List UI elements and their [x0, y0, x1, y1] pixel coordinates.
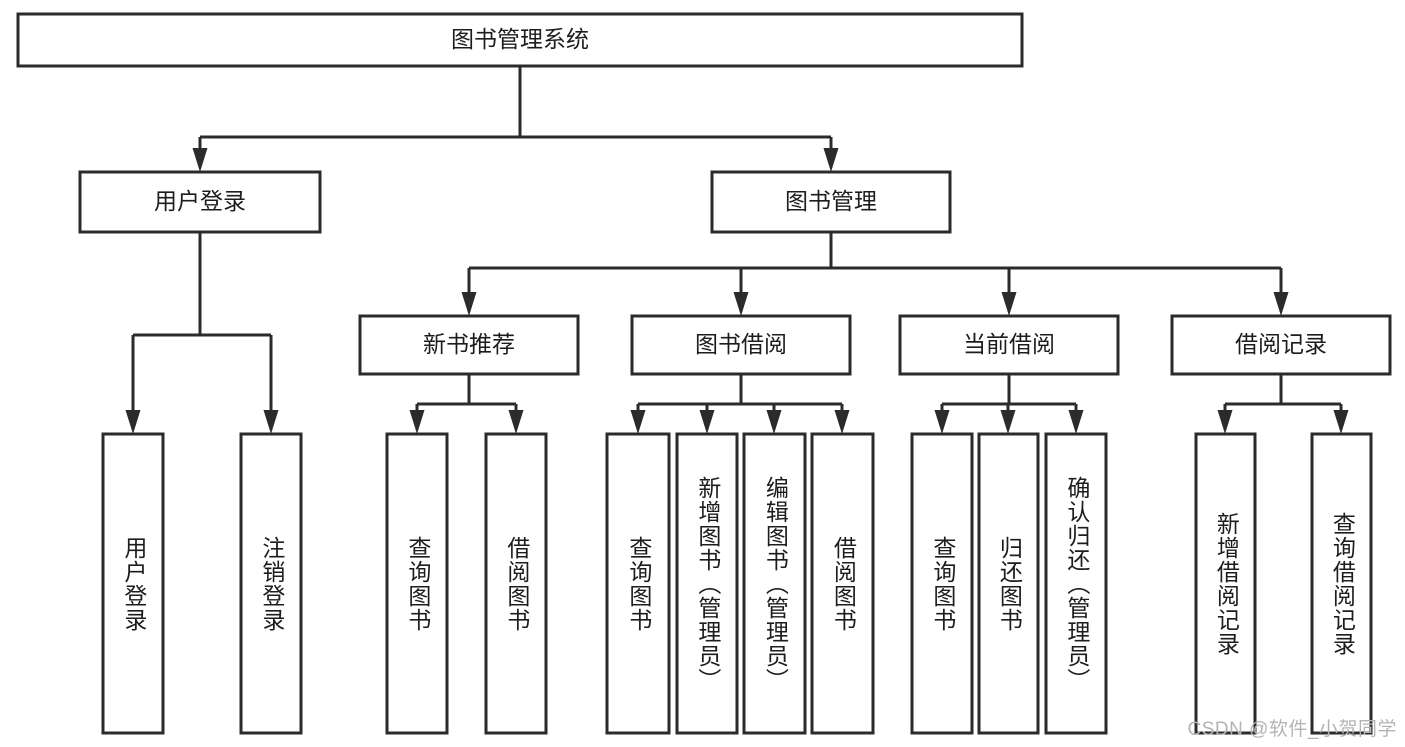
node-leaf-add-book-admin[interactable]	[675, 432, 739, 735]
node-leaf-add-borrow-record[interactable]	[1194, 432, 1257, 735]
leaf-label-box-leaf-logout-login[interactable]: 注销登录	[241, 434, 301, 733]
connector-book-management-to-level3	[461, 232, 1289, 316]
node-leaf-user-login[interactable]	[101, 432, 165, 735]
leaf-label-box-leaf-query-book-current[interactable]: 查询图书	[912, 434, 972, 733]
connector-borrow-record-to-leaves	[1217, 374, 1349, 434]
node-leaf-confirm-return-admin[interactable]	[1044, 432, 1108, 735]
node-leaf-borrow-book-rec[interactable]	[484, 432, 548, 735]
leaf-label: 借阅图书	[830, 535, 857, 632]
node-leaf-logout-login[interactable]	[239, 432, 303, 735]
node-leaf-edit-book-admin[interactable]	[742, 432, 807, 735]
leaf-label: 新增图书（管理员）	[694, 475, 721, 692]
leaf-label: 查询借阅记录	[1329, 511, 1356, 656]
node-book-management[interactable]: 图书管理	[710, 170, 952, 234]
leaf-label: 查询图书	[625, 535, 652, 632]
node-new-book-recommend[interactable]: 新书推荐	[358, 314, 580, 376]
leaf-label-box-leaf-confirm-return-admin[interactable]: 确认归还（管理员）	[1046, 434, 1106, 733]
node-current-borrow[interactable]: 当前借阅	[898, 314, 1120, 376]
leaf-label-box-leaf-user-login[interactable]: 用户登录	[103, 434, 163, 733]
node-label: 用户登录	[154, 188, 246, 214]
leaf-label: 查询图书	[929, 535, 956, 632]
node-leaf-borrow-book[interactable]	[810, 432, 875, 735]
node-root[interactable]: 图书管理系统	[16, 12, 1024, 68]
leaf-label-box-leaf-borrow-book-rec[interactable]: 借阅图书	[486, 434, 546, 733]
leaf-label: 注销登录	[258, 535, 285, 632]
node-label: 借阅记录	[1235, 331, 1327, 357]
connector-new-book-recommend-to-leaves	[409, 374, 524, 434]
leaf-label: 新增借阅记录	[1213, 511, 1240, 656]
leaf-label-box-leaf-add-borrow-record[interactable]: 新增借阅记录	[1196, 434, 1255, 733]
leaf-label: 查询图书	[404, 535, 431, 632]
leaf-label-box-leaf-query-borrow-record[interactable]: 查询借阅记录	[1312, 434, 1371, 733]
leaf-label-box-leaf-edit-book-admin[interactable]: 编辑图书（管理员）	[744, 434, 805, 733]
node-label: 新书推荐	[423, 331, 515, 357]
leaf-label: 归还图书	[996, 535, 1023, 632]
csdn-watermark: CSDN @软件_小贺同学	[1187, 719, 1397, 740]
leaf-label: 确认归还（管理员）	[1063, 475, 1090, 692]
leaf-label-box-leaf-query-book-rec[interactable]: 查询图书	[387, 434, 447, 733]
node-leaf-query-book-rec[interactable]	[385, 432, 449, 735]
leaf-label: 借阅图书	[503, 535, 530, 632]
connector-root-to-level2	[192, 66, 839, 172]
node-leaf-query-book-borrow[interactable]	[605, 432, 671, 735]
node-leaf-return-book[interactable]	[977, 432, 1040, 735]
leaf-label-box-leaf-add-book-admin[interactable]: 新增图书（管理员）	[677, 434, 737, 733]
node-leaf-query-book-current[interactable]	[910, 432, 974, 735]
node-leaf-query-borrow-record[interactable]	[1310, 432, 1373, 735]
node-label: 当前借阅	[963, 331, 1055, 357]
node-label: 图书管理系统	[451, 26, 589, 52]
node-borrow-record[interactable]: 借阅记录	[1170, 314, 1392, 376]
node-label: 图书借阅	[695, 331, 787, 357]
leaf-label-box-leaf-borrow-book[interactable]: 借阅图书	[812, 434, 873, 733]
node-book-borrow[interactable]: 图书借阅	[630, 314, 852, 376]
node-label: 图书管理	[785, 188, 877, 214]
leaf-label: 用户登录	[120, 535, 147, 632]
node-user-login[interactable]: 用户登录	[78, 170, 322, 234]
leaf-label-box-leaf-return-book[interactable]: 归还图书	[979, 434, 1038, 733]
connector-current-borrow-to-leaves	[934, 374, 1084, 434]
leaf-label: 编辑图书（管理员）	[762, 475, 789, 692]
connector-book-borrow-to-leaves	[630, 374, 850, 434]
connector-user-login-to-leaves	[125, 232, 279, 434]
leaf-label-box-leaf-query-book-borrow[interactable]: 查询图书	[607, 434, 669, 733]
